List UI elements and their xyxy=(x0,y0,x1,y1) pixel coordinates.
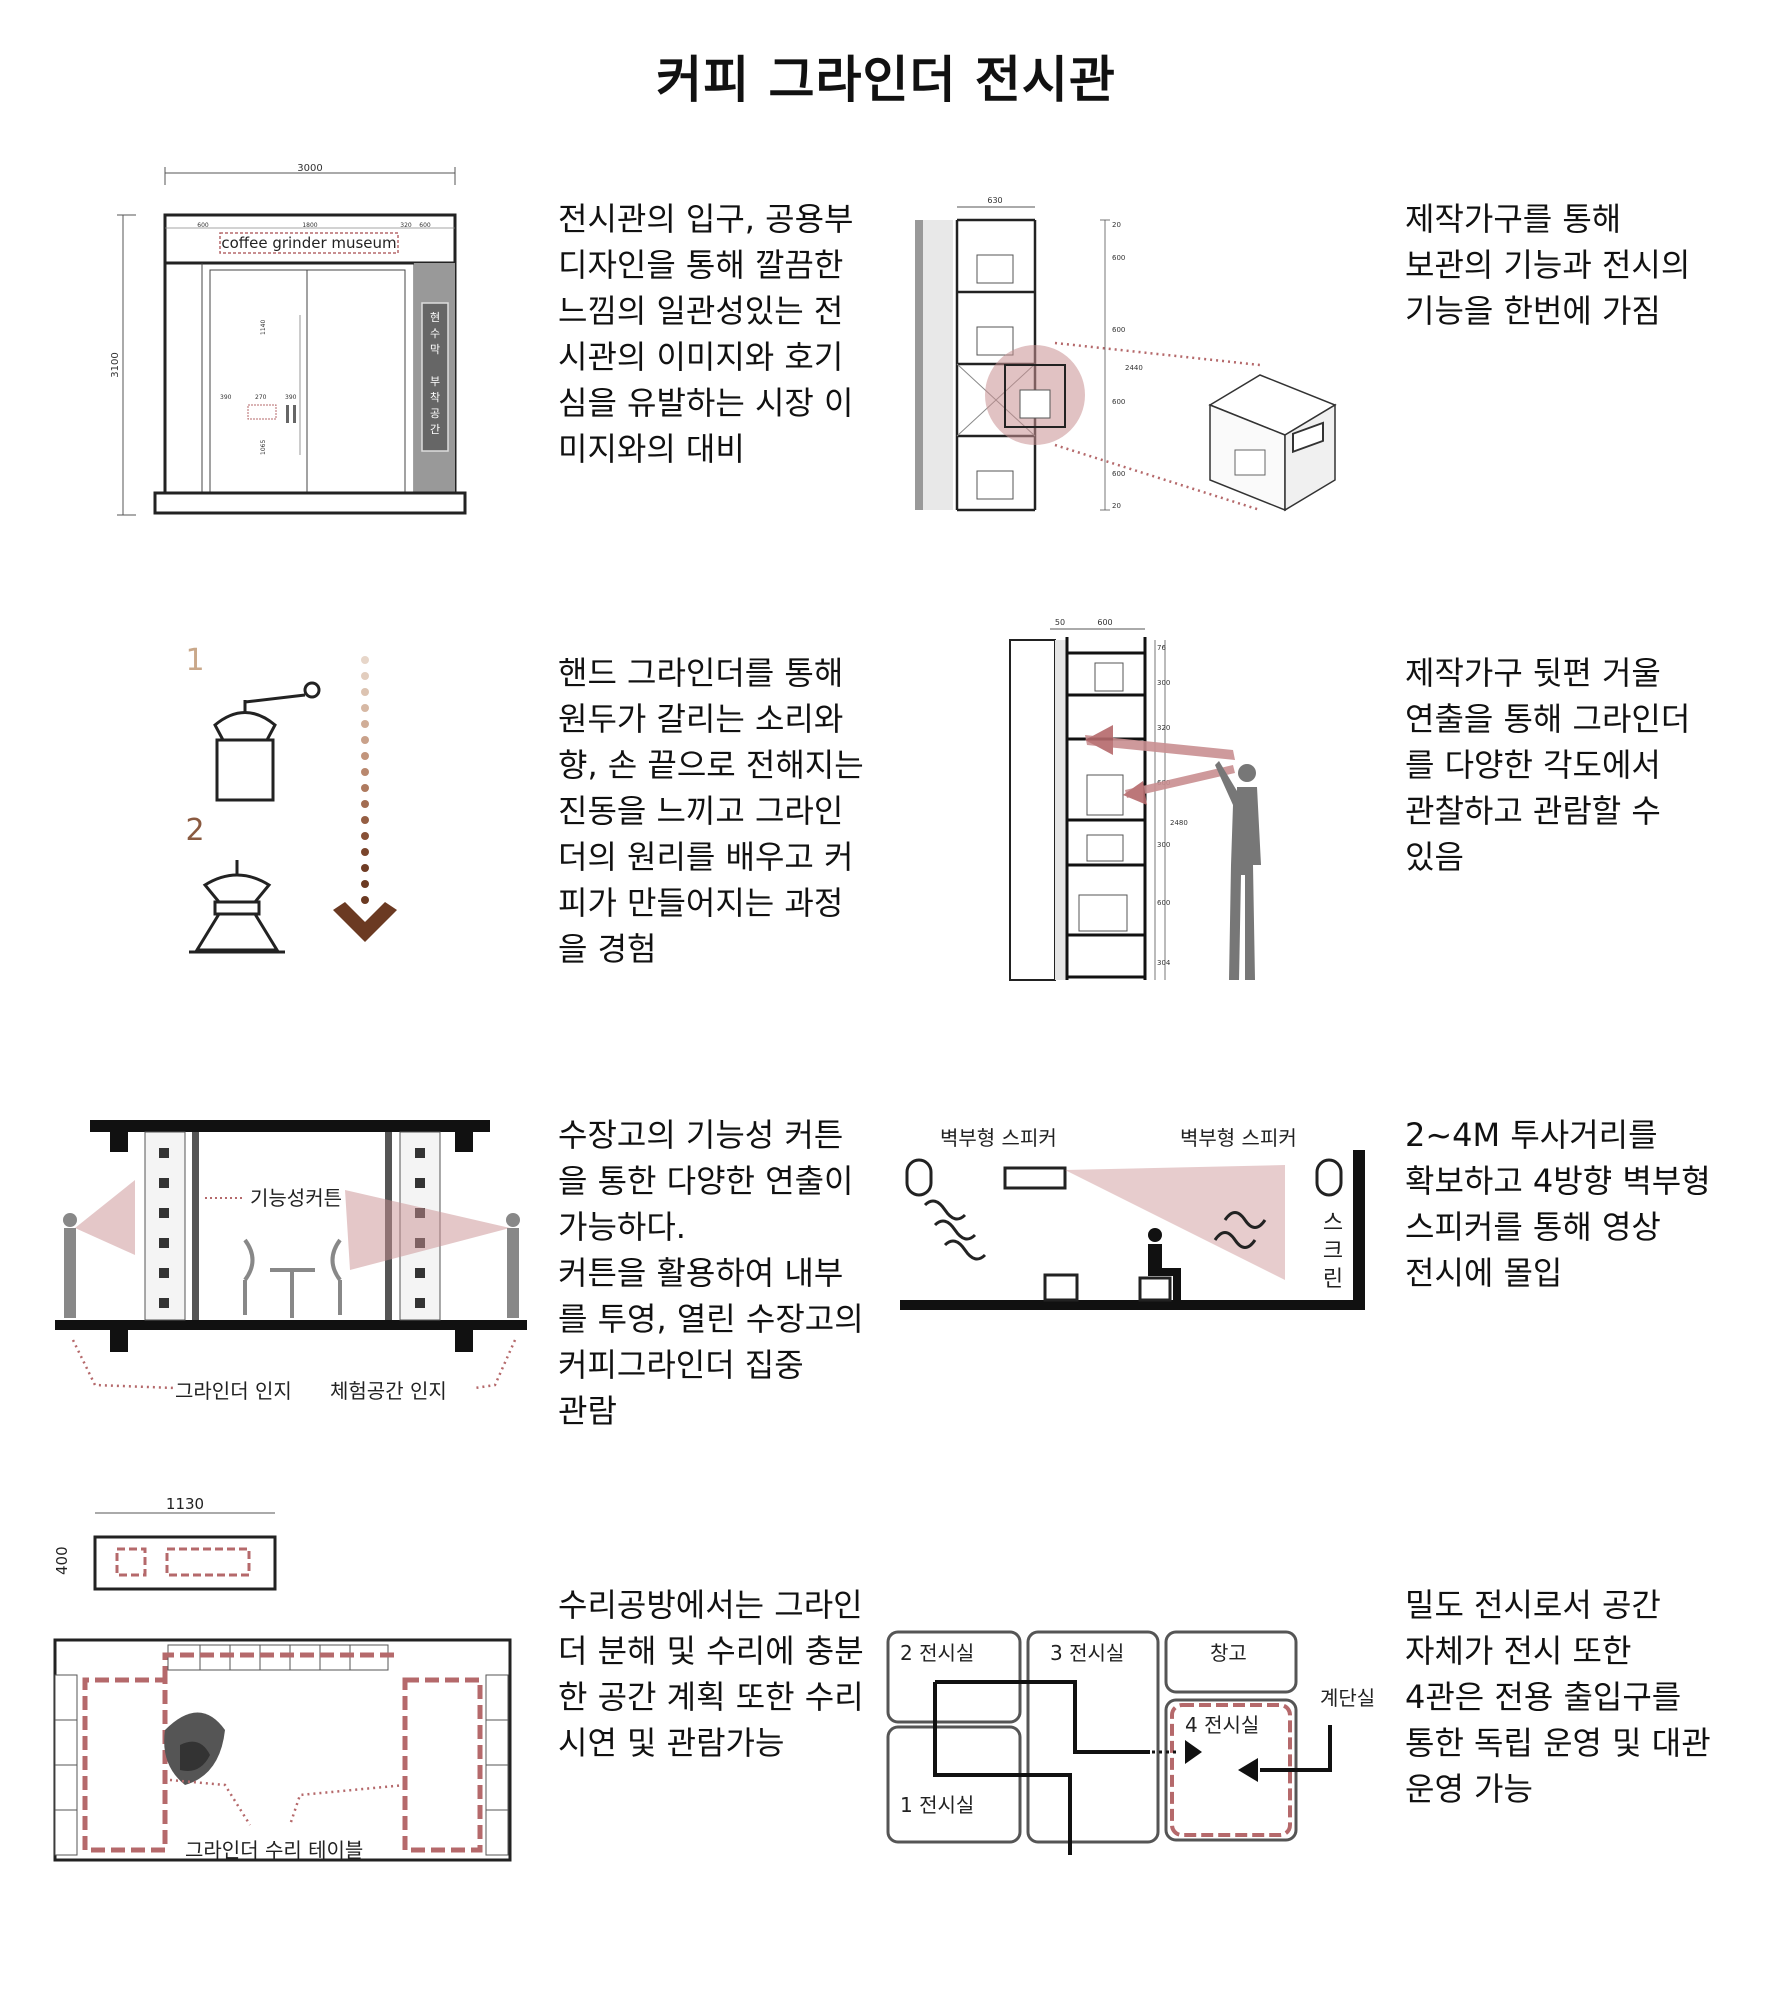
svg-text:린: 린 xyxy=(1323,1267,1343,1292)
step-2-label: 2 xyxy=(185,813,204,848)
svg-text:부: 부 xyxy=(430,375,440,388)
hand-grinder-drawing: 1 2 xyxy=(185,643,397,954)
dim-width: 3000 xyxy=(297,163,322,174)
svg-text:착: 착 xyxy=(430,391,440,404)
storage-furniture-drawing: 630 20 600 600 600 600 20 2440 xyxy=(915,196,1337,512)
dim-390b: 390 xyxy=(285,394,297,401)
dim-600b: 600 xyxy=(1157,899,1170,907)
dim-320: 320 xyxy=(1157,724,1170,732)
dim-height: 3100 xyxy=(110,352,121,377)
standing-person-icon xyxy=(1215,761,1261,980)
svg-text:간: 간 xyxy=(430,423,440,436)
text-block-4: 제작가구 뒷편 거울 연출을 통해 그라인더 를 다양한 각도에서 관찰하고 관… xyxy=(1405,654,1691,876)
mirror-furniture-drawing: 50 600 76 300 320 600 300 600 304 2480 xyxy=(1009,618,1261,981)
dim-270: 270 xyxy=(255,394,267,401)
text-block-2: 제작가구를 통해 보관의 기능과 전시의 기능을 한번에 가짐 xyxy=(1405,200,1691,330)
dim-600-3: 600 xyxy=(1112,398,1125,406)
dim-600: 600 xyxy=(1097,618,1112,627)
projector-icon xyxy=(1003,1166,1067,1190)
dim-76: 76 xyxy=(1157,644,1166,652)
dim-300a: 300 xyxy=(1157,679,1170,687)
dim-400: 400 xyxy=(53,1546,71,1575)
text-block-7: 수리공방에서는 그라인 더 분해 및 수리에 충분 한 공간 계획 또한 수리 … xyxy=(558,1586,864,1762)
dim-600-2: 600 xyxy=(1112,326,1125,334)
dim-1065: 1065 xyxy=(260,440,267,455)
entrance-elevation-drawing: 3000 3100 600 1800 600 320 coffee grinde… xyxy=(110,163,467,516)
screen-label: 스 크 린 xyxy=(1323,1211,1343,1292)
grinder-recognition-label: 그라인더 인지 xyxy=(175,1379,292,1403)
text-block-1: 전시관의 입구, 공용부 디자인을 통해 깔끔한 느낌의 일관성있는 전 시관의… xyxy=(558,200,854,468)
svg-text:막: 막 xyxy=(430,343,440,356)
room4-label: 4 전시실 xyxy=(1185,1713,1259,1737)
grinder-icon-1 xyxy=(213,681,321,802)
speaker-left-label: 벽부형 스피커 xyxy=(940,1126,1057,1150)
svg-text:스: 스 xyxy=(1323,1211,1343,1236)
dim-630: 630 xyxy=(987,196,1002,205)
text-block-8: 밀도 전시로서 공간 자체가 전시 또한 4관은 전용 출입구를 통한 독립 운… xyxy=(1405,1586,1711,1808)
speaker-left-icon xyxy=(905,1158,933,1197)
projection-beam xyxy=(1065,1165,1285,1280)
dim-600b: 600 xyxy=(419,222,431,229)
dim-50: 50 xyxy=(1055,618,1065,627)
dim-2480: 2480 xyxy=(1170,819,1188,827)
projection-room-drawing: 벽부형 스피커 벽부형 스피커 스 크 린 xyxy=(900,1126,1365,1310)
banner-text: 현 수 막 부 착 공 간 xyxy=(430,311,440,436)
dotted-arrow xyxy=(333,656,397,942)
experience-recognition-label: 체험공간 인지 xyxy=(330,1379,447,1403)
dim-1130: 1130 xyxy=(166,1495,204,1513)
text-block-5: 수장고의 기능성 커튼 을 통한 다양한 연출이 가능하다. 커튼을 활용하여 … xyxy=(558,1116,864,1430)
speaker-right-label: 벽부형 스피커 xyxy=(1180,1126,1297,1150)
text-block-6: 2~4M 투사거리를 확보하고 4방향 벽부형 스피커를 통해 영상 전시에 몰… xyxy=(1405,1116,1711,1292)
repair-table-label: 그라인더 수리 테이블 xyxy=(185,1838,363,1862)
dim-1140: 1140 xyxy=(260,320,267,335)
dim-20b: 20 xyxy=(1112,502,1121,510)
dim-304: 304 xyxy=(1157,959,1171,967)
dim-320: 320 xyxy=(400,222,412,229)
dim-600-4: 600 xyxy=(1112,470,1125,478)
svg-text:수: 수 xyxy=(430,327,440,340)
dim-20a: 20 xyxy=(1112,221,1121,229)
page-title: 커피 그라인더 전시관 xyxy=(656,51,1116,109)
grinder-icon-2 xyxy=(189,860,285,954)
dim-2440: 2440 xyxy=(1125,364,1143,372)
text-block-3: 핸드 그라인더를 통해 원두가 갈리는 소리와 향, 손 끝으로 전해지는 진동… xyxy=(558,654,864,968)
svg-text:현: 현 xyxy=(430,311,440,324)
svg-text:공: 공 xyxy=(430,407,440,420)
storage-label: 창고 xyxy=(1210,1641,1247,1665)
gallery-plan-diagram: 2 전시실 3 전시실 창고 1 전시실 4 전시실 계단실 xyxy=(886,1630,1375,1855)
stairs-label: 계단실 xyxy=(1320,1686,1375,1710)
step-1-label: 1 xyxy=(185,643,204,678)
speaker-right-icon xyxy=(1315,1158,1343,1197)
dim-300b: 300 xyxy=(1157,841,1170,849)
svg-text:크: 크 xyxy=(1323,1239,1343,1264)
room3-label: 3 전시실 xyxy=(1050,1641,1124,1665)
room2-label: 2 전시실 xyxy=(900,1641,974,1665)
museum-sign: coffee grinder museum xyxy=(221,234,396,252)
circulation-path xyxy=(933,1680,1150,1855)
dim-1800: 1800 xyxy=(302,222,317,229)
dim-600-1: 600 xyxy=(1112,254,1125,262)
dim-390: 390 xyxy=(220,394,232,401)
dim-600a: 600 xyxy=(197,222,209,229)
curtain-label: 기능성커튼 xyxy=(250,1186,342,1210)
repair-workshop-plan: 1130 400 그라인더 수리 테이블 xyxy=(53,1495,512,1862)
view-arrows xyxy=(1085,725,1235,805)
seated-person-icon xyxy=(1148,1228,1181,1300)
room1-label: 1 전시실 xyxy=(900,1793,974,1817)
curtain-storage-drawing: 기능성커튼 그라인더 인지 체험공간 인지 xyxy=(55,1120,527,1403)
